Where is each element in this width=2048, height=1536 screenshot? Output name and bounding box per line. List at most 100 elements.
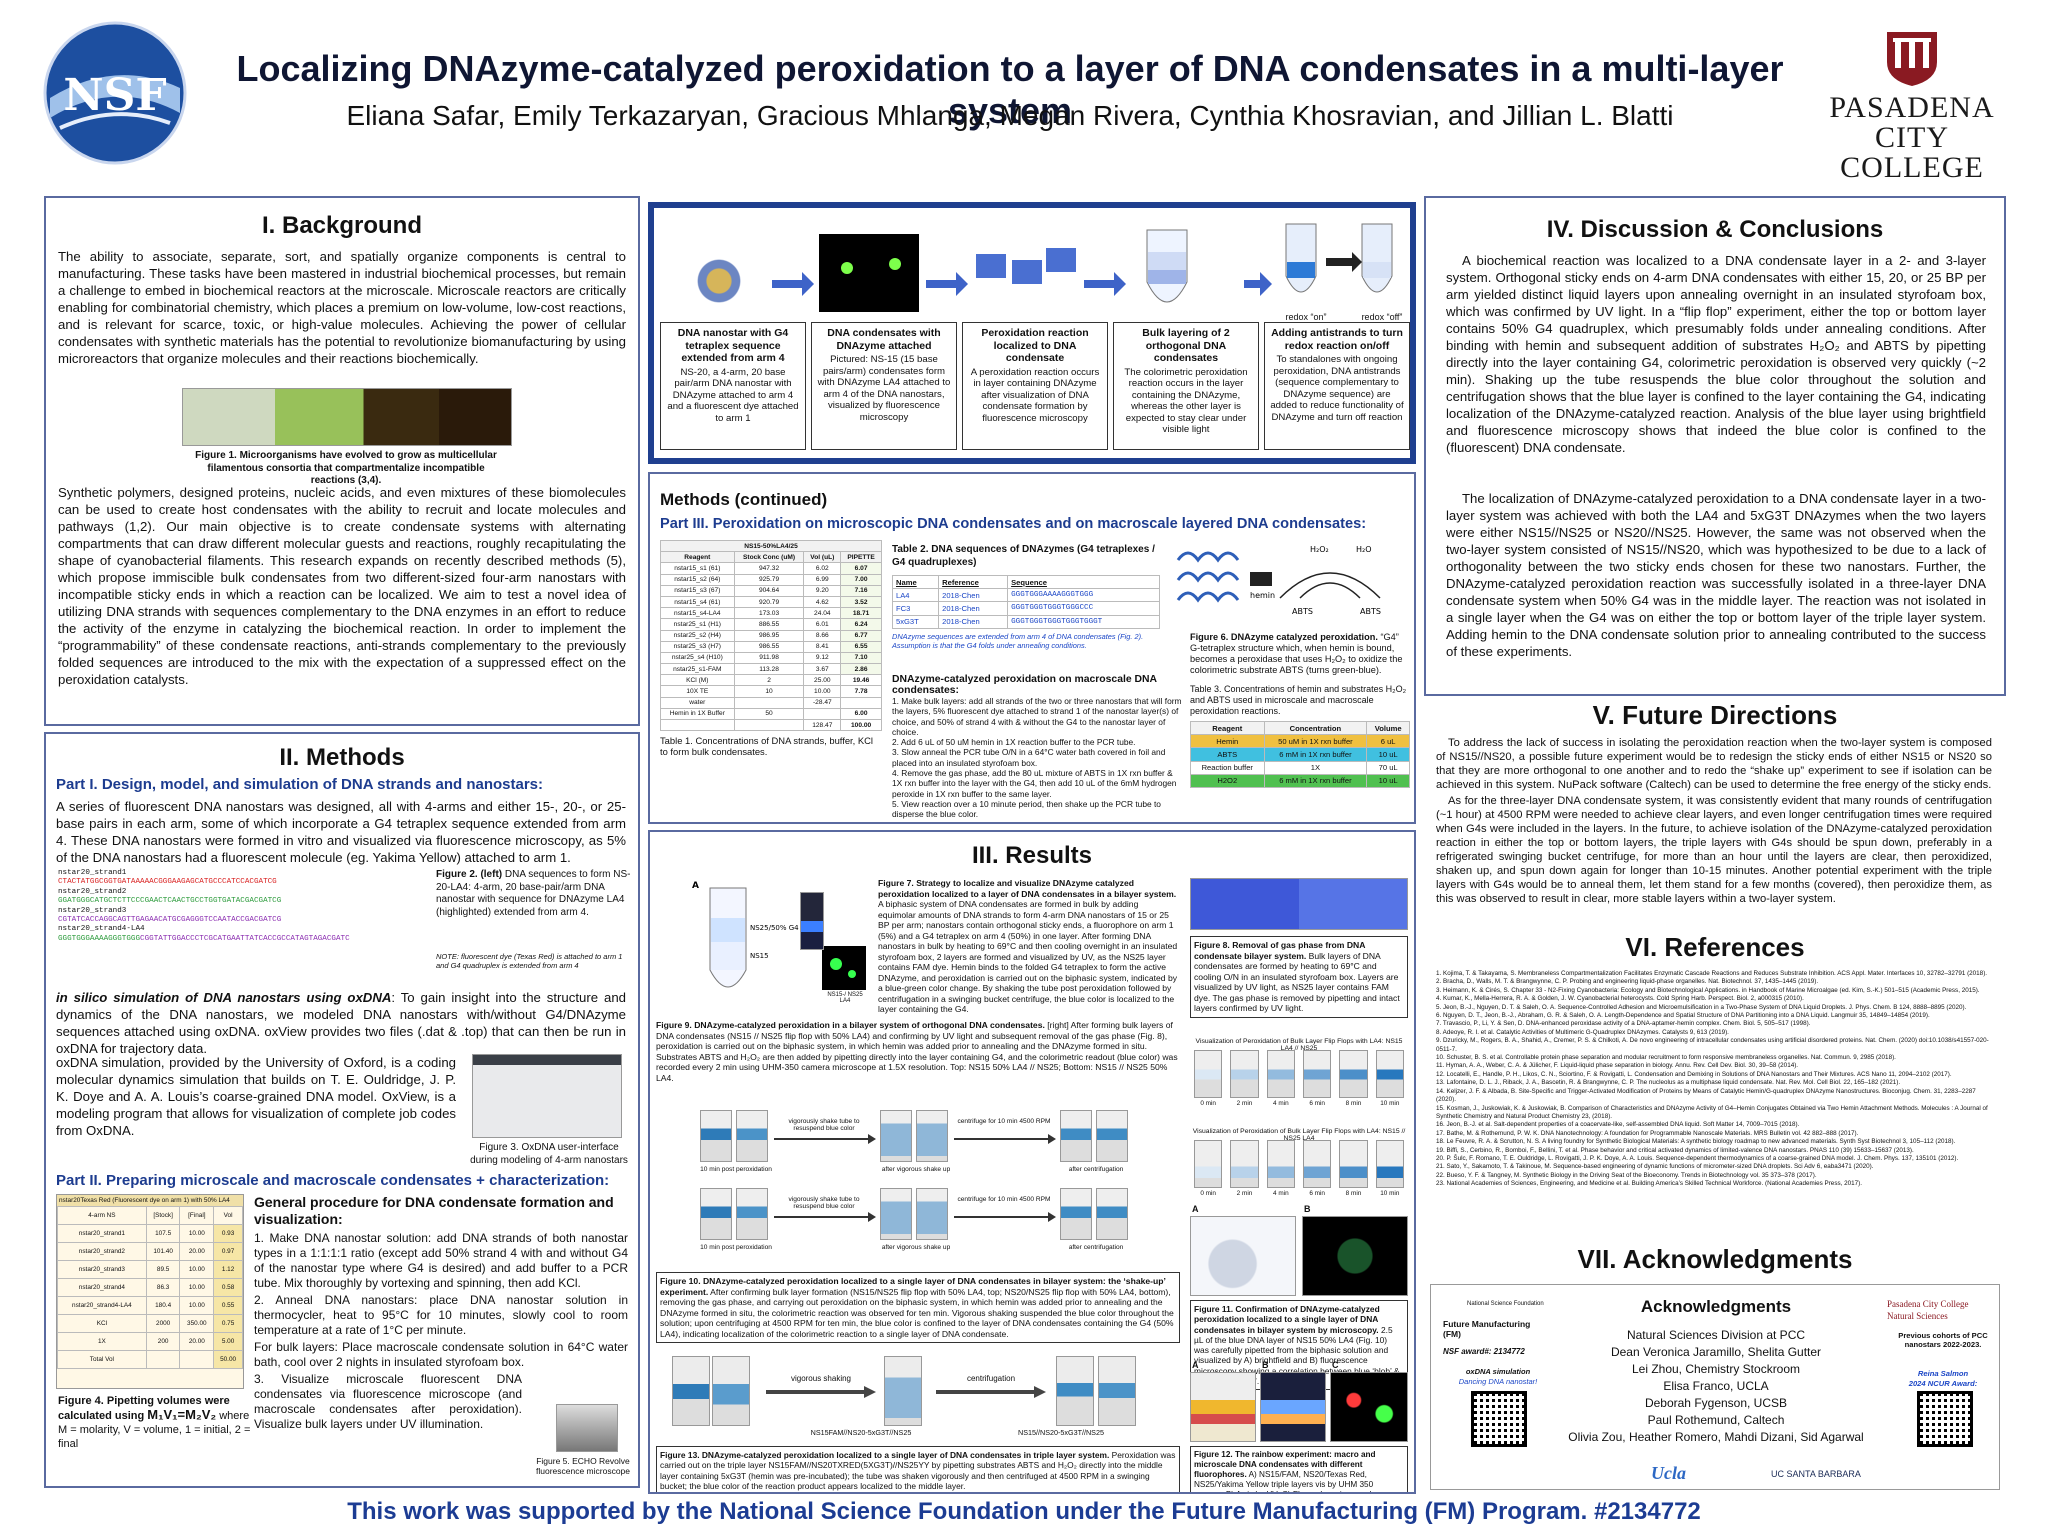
- figure-6-g4-diagram: H₂O₂ H₂O hemin ABTS ABTS: [1176, 545, 1381, 616]
- reference-item: 11. Hyman, A. A., Weber, C. A. & Jüliche…: [1436, 1062, 1799, 1070]
- table-1-cell: 986.95: [733, 629, 805, 642]
- fig10-after-label: 10 min post peroxidation: [700, 1166, 772, 1173]
- fig4-cell: 180.4: [145, 1296, 181, 1315]
- fig4-cell: Total Vol: [57, 1350, 147, 1369]
- figure-8-caption-bold: Figure 8. Removal of gas phase from DNA …: [1194, 940, 1366, 961]
- reference-item: 13. Lafontaine, D. L. J., Riback, J. A.,…: [1436, 1079, 1901, 1087]
- fig13-tube-5: [1098, 1356, 1136, 1426]
- fig10-tube: [736, 1110, 768, 1162]
- table-1-cell: 25.00: [803, 674, 842, 687]
- discussion-title: IV. Discussion & Conclusions: [1546, 216, 1884, 243]
- fig4-cell: 0.58: [213, 1278, 243, 1297]
- fig4-cell: 4-arm NS: [57, 1206, 147, 1225]
- fig4-cell: nstar20_strand2: [57, 1242, 147, 1261]
- table-2-cell: FC3: [891, 601, 940, 616]
- table-3-cell: 10 uL: [1366, 747, 1410, 762]
- general-procedure-title: General procedure for DNA condensate for…: [254, 1194, 614, 1227]
- reference-item: 6. Nguyen, D. T., Jeon, B.-J., Abraham, …: [1436, 1012, 1930, 1020]
- fig12-letter-a: A: [1192, 1360, 1199, 1370]
- seq-label-4: nstar20_strand4-LA4: [58, 925, 145, 934]
- ack-name: Lei Zhou, Chemistry Stockroom: [1631, 1362, 1801, 1376]
- table-1-cell: 10X TE: [660, 685, 735, 698]
- figure-12-panel-a: [1190, 1372, 1256, 1442]
- reference-item: 12. Locatelli, E., Handle, P. H., Likos,…: [1436, 1070, 1952, 1078]
- logo-ucla: Ucla: [1651, 1463, 1686, 1483]
- fig9-time-label: 2 min: [1236, 1190, 1253, 1197]
- flow-step-desc: A peroxidation reaction occurs in layer …: [970, 366, 1100, 424]
- results-panel: III. Results NS25/50% G4 NS15 A B NS15-/…: [648, 830, 1416, 1494]
- fig4-cell: nstar20_strand4-LA4: [57, 1296, 147, 1315]
- table-1-cell: nstar25_s2 (H4): [660, 629, 735, 642]
- ack-name: Paul Rothemund, Caltech: [1647, 1413, 1785, 1427]
- fig4-cell: [145, 1350, 181, 1369]
- macroscale-step: 3. Slow anneal the PCR tube O/N in a 64°…: [892, 747, 1166, 768]
- figure-13-caption-bold: Figure 13. DNAzyme-catalyzed peroxidatio…: [660, 1450, 1110, 1460]
- table-1-cell: 128.47: [803, 718, 842, 732]
- figure-12-panel-b: [1260, 1372, 1326, 1442]
- figure-4-caption-text2: where M = molarity, V = volume, 1 = init…: [58, 1410, 251, 1450]
- fig4-cell: 1.12: [213, 1260, 243, 1279]
- table-1-cell: 6.01: [803, 618, 842, 631]
- table-1-cell: 50: [733, 707, 805, 721]
- nsf-logo: NSF: [43, 21, 187, 165]
- reina-qr-code[interactable]: [1917, 1391, 1973, 1447]
- fig4-cell: 10.00: [179, 1224, 215, 1243]
- methods-part1-paragraph: A series of fluorescent DNA nanostars wa…: [56, 799, 626, 865]
- fig13-arrow-1: [766, 1386, 876, 1398]
- fig13-label-centrifugation: centrifugation: [966, 1374, 1016, 1383]
- flow-step-box: Bulk layering of 2 orthogonal DNA conden…: [1113, 322, 1259, 450]
- table-1-cell: nstar15_s4-LA4: [660, 607, 735, 620]
- fig10-tube: [880, 1110, 912, 1162]
- methods-part3-title: Part III. Peroxidation on microscopic DN…: [660, 516, 1367, 532]
- fig9-tube: [1375, 1050, 1404, 1098]
- table-1-cell: 7.78: [840, 685, 882, 698]
- redox-off-label: redox “off”: [1361, 312, 1403, 322]
- figure-3-oxdna-screenshot: [472, 1054, 622, 1138]
- macroscale-step: 1. Make bulk layers: add all strands of …: [892, 696, 1182, 737]
- table-1-cell: nstar15_s4 (61): [660, 595, 735, 609]
- table-1-cell: nstar25_s4 (H10): [660, 651, 735, 665]
- table-1-cell: 920.79: [733, 595, 805, 609]
- flow-step-title: Peroxidation reaction localized to DNA c…: [981, 327, 1089, 364]
- table-1-cell: 7.10: [840, 651, 882, 665]
- table-1-cell: 19.46: [840, 674, 882, 687]
- flow-step-box: DNA nanostar with G4 tetraplex sequence …: [660, 322, 806, 450]
- table-1-cell: Hemin in 1X Buffer: [660, 707, 735, 721]
- methods-part1-title: Part I. Design, model, and simulation of…: [56, 776, 544, 793]
- oxdna-qr-label: oxDNA simulation: [1465, 1367, 1531, 1376]
- fig9-time-label: 0 min: [1200, 1100, 1216, 1107]
- macroscale-step: 5. View reaction over a 10 minute period…: [892, 798, 1161, 820]
- fig7-label-a: A: [692, 881, 699, 891]
- reference-item: 19. Biffi, S., Cerbino, R., Bomboi, F., …: [1436, 1146, 1914, 1154]
- table-1-cell: 173.03: [733, 607, 805, 620]
- table-1-cell: 6.24: [840, 618, 882, 631]
- layered-tube-icon: [1146, 229, 1188, 303]
- fig7-label-ns15: NS15: [750, 952, 769, 960]
- figure-13-caption-text: Peroxidation was carried out on the trip…: [660, 1450, 1176, 1491]
- reference-item: 15. Kosman, J., Juskowiak, K. & Juskowia…: [1436, 1104, 1988, 1120]
- fig9-tube: [1339, 1140, 1368, 1188]
- figure-4-table-title: nstar20Texas Red (Fluorescent dye on arm…: [57, 1195, 243, 1206]
- fig11-letter-a: A: [1192, 1204, 1199, 1214]
- fig4-cell: 200: [145, 1332, 181, 1351]
- table-1-cell: 6.00: [840, 707, 882, 721]
- fig10-shake-label: vigorously shake tube to resuspend blue …: [788, 1118, 860, 1132]
- table-1-cell: 3.67: [803, 663, 842, 676]
- table-2-note: DNAzyme sequences are extended from arm …: [892, 631, 1144, 650]
- pcc-name-line1: PASADENA: [1829, 91, 1995, 124]
- flow-step-box: Peroxidation reaction localized to DNA c…: [962, 322, 1108, 450]
- table-3: Table 3. Concentrations of hemin and sub…: [1190, 684, 1410, 788]
- table-1-cell: 6.99: [803, 573, 842, 586]
- macroscale-steps: 1. Make bulk layers: add all strands of …: [892, 696, 1182, 822]
- logo-ucsb: UC SANTA BARBARA: [1771, 1469, 1861, 1479]
- oxdna-qr-code[interactable]: [1471, 1391, 1527, 1447]
